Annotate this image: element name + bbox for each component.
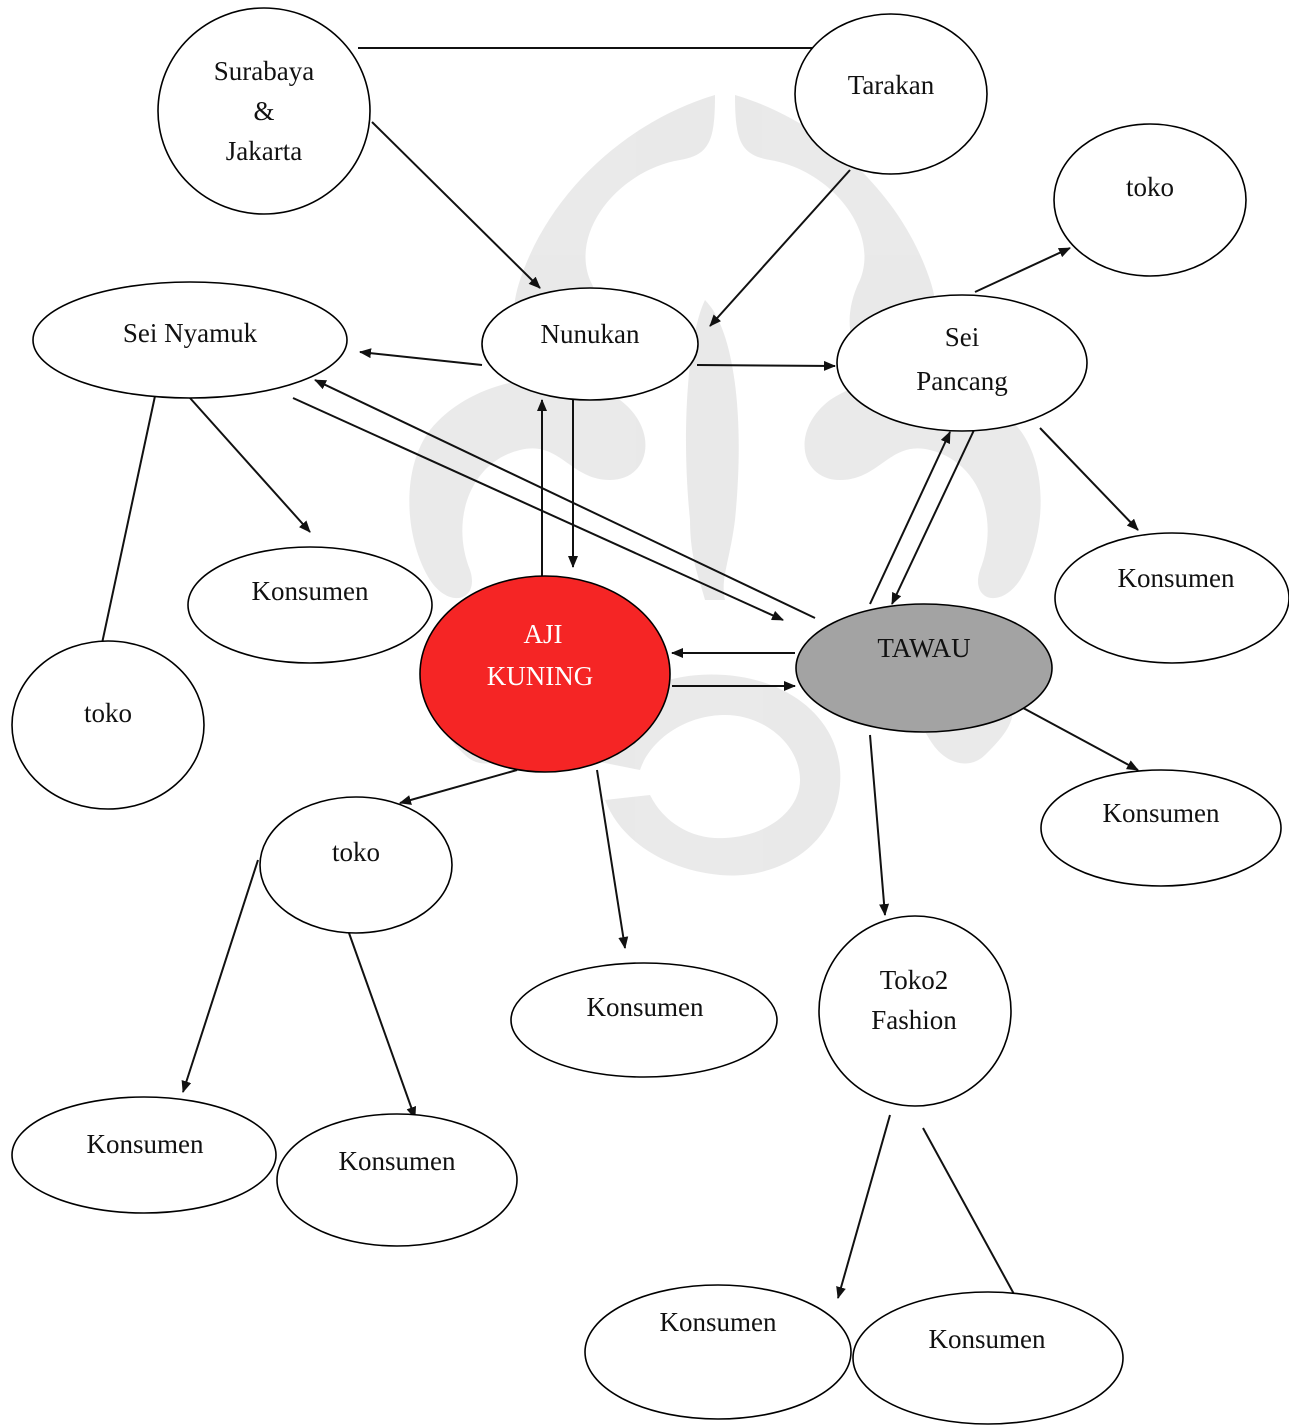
node-toko-left-shape [11,640,205,810]
node-nunukan: Nunukan [481,287,699,401]
edge-aji-kuning-to-toko-center [399,769,518,805]
node-toko-top-right-shape [1053,123,1247,277]
edge-sei-pancang-to-tawau [891,427,976,605]
edge-aji-kuning-to-konsumen-center [596,769,629,949]
node-aji-kuning-shape [419,575,671,773]
node-toko-top-right-label: toko [1126,172,1174,202]
node-konsumen-bottom-left-2-label: Konsumen [339,1146,456,1176]
node-konsumen-bottom-right-2-label: Konsumen [929,1324,1046,1354]
node-toko2-fashion: Toko2 Fashion [818,915,1012,1107]
edge-sei-pancang-to-toko-top-right [974,247,1071,293]
node-toko-center-shape [259,796,453,934]
node-konsumen-right-upper: Konsumen [1054,532,1289,664]
node-surabaya-label-line-1: Surabaya [214,56,314,86]
node-sei-nyamuk: Sei Nyamuk [32,281,348,399]
node-konsumen-bottom-right-1-label: Konsumen [660,1307,777,1337]
watermark-left-wing [409,378,646,599]
node-konsumen-right-upper-label: Konsumen [1118,563,1235,593]
node-aji-kuning-label-line-1: AJI [524,619,563,649]
node-konsumen-bottom-left-1-label: Konsumen [87,1129,204,1159]
node-sei-pancang-label-line-2: Pancang [916,366,1007,396]
watermark-center-stem [685,300,739,600]
edge-sei-nyamuk-to-toko-left [95,395,156,663]
edge-nunukan-to-sei-pancang [696,360,836,371]
node-konsumen-right-upper-shape [1054,532,1289,664]
edge-surabaya-to-nunukan [371,121,541,289]
node-toko-center: toko [259,796,453,934]
node-toko-left-label: toko [84,698,132,728]
node-konsumen-bottom-right-1-shape [584,1284,852,1420]
node-tawau-shape [795,603,1053,733]
edge-toko2-fashion-to-konsumen-bottom-right-2 [922,1127,1021,1306]
edge-toko-center-to-konsumen-bottom-left-2 [348,932,417,1119]
node-surabaya-label-line-3: Jakarta [226,136,302,166]
node-sei-pancang-shape [836,294,1088,432]
node-konsumen-right-middle-label: Konsumen [1103,798,1220,828]
node-konsumen-right-middle-shape [1040,769,1282,887]
node-aji-kuning: AJI KUNING [419,575,671,773]
node-konsumen-center-label: Konsumen [587,992,704,1022]
node-surabaya-jakarta: Surabaya & Jakarta [157,7,371,215]
edges [95,43,1139,1306]
edge-nunukan-to-sei-nyamuk [359,348,483,366]
node-tawau-label: TAWAU [877,633,970,663]
edge-toko-center-to-konsumen-bottom-left-1 [181,859,259,1093]
node-tarakan: Tarakan [794,13,988,175]
node-konsumen-bottom-left-1-shape [11,1096,277,1214]
node-surabaya-jakarta-shape [157,7,371,215]
node-konsumen-right-middle: Konsumen [1040,769,1282,887]
node-aji-kuning-label-line-2: KUNING [487,661,593,691]
node-konsumen-bottom-left-1: Konsumen [11,1096,277,1214]
node-toko-center-label: toko [332,837,380,867]
edge-tawau-to-toko2-fashion [869,734,890,916]
node-tarakan-label: Tarakan [848,70,935,100]
node-sei-nyamuk-label: Sei Nyamuk [123,318,258,348]
node-konsumen-left: Konsumen [187,546,433,664]
node-konsumen-left-label: Konsumen [252,576,369,606]
watermark-top-lobe [735,95,937,372]
node-konsumen-center: Konsumen [510,962,778,1078]
node-toko2-fashion-shape [818,915,1012,1107]
edge-tawau-to-sei-pancang [869,431,951,605]
nodes: Surabaya & Jakarta Tarakan toko Sei Nyam… [11,7,1289,1425]
node-konsumen-bottom-left-2-shape [276,1113,518,1247]
edge-sei-pancang-to-konsumen-right-upper [1039,427,1139,531]
edge-tarakan-to-nunukan [709,169,851,327]
node-toko2-fashion-label-line-2: Fashion [871,1005,957,1035]
node-sei-nyamuk-shape [32,281,348,399]
node-sei-pancang: Sei Pancang [836,294,1088,432]
node-nunukan-label: Nunukan [541,319,640,349]
node-tarakan-shape [794,13,988,175]
edge-tawau-to-konsumen-right-middle [1011,701,1139,771]
node-konsumen-bottom-right-2-shape [852,1291,1124,1425]
node-konsumen-bottom-left-2: Konsumen [276,1113,518,1247]
node-konsumen-center-shape [510,962,778,1078]
node-sei-pancang-label-line-1: Sei [945,322,980,352]
node-konsumen-bottom-right-2: Konsumen [852,1291,1124,1425]
node-toko2-fashion-label-line-1: Toko2 [880,965,949,995]
node-toko-left: toko [11,640,205,810]
node-nunukan-shape [481,287,699,401]
node-konsumen-left-shape [187,546,433,664]
node-toko-top-right: toko [1053,123,1247,277]
edge-sei-nyamuk-to-tawau [292,397,784,621]
node-surabaya-label-line-2: & [253,96,274,126]
node-konsumen-bottom-right-1: Konsumen [584,1284,852,1420]
edge-sei-nyamuk-to-konsumen-left [189,397,311,533]
edge-toko2-fashion-to-konsumen-bottom-right-1 [836,1114,891,1299]
node-tawau: TAWAU [795,603,1053,733]
watermark-right-wing [804,378,1041,599]
edge-tawau-to-sei-nyamuk [314,379,816,619]
